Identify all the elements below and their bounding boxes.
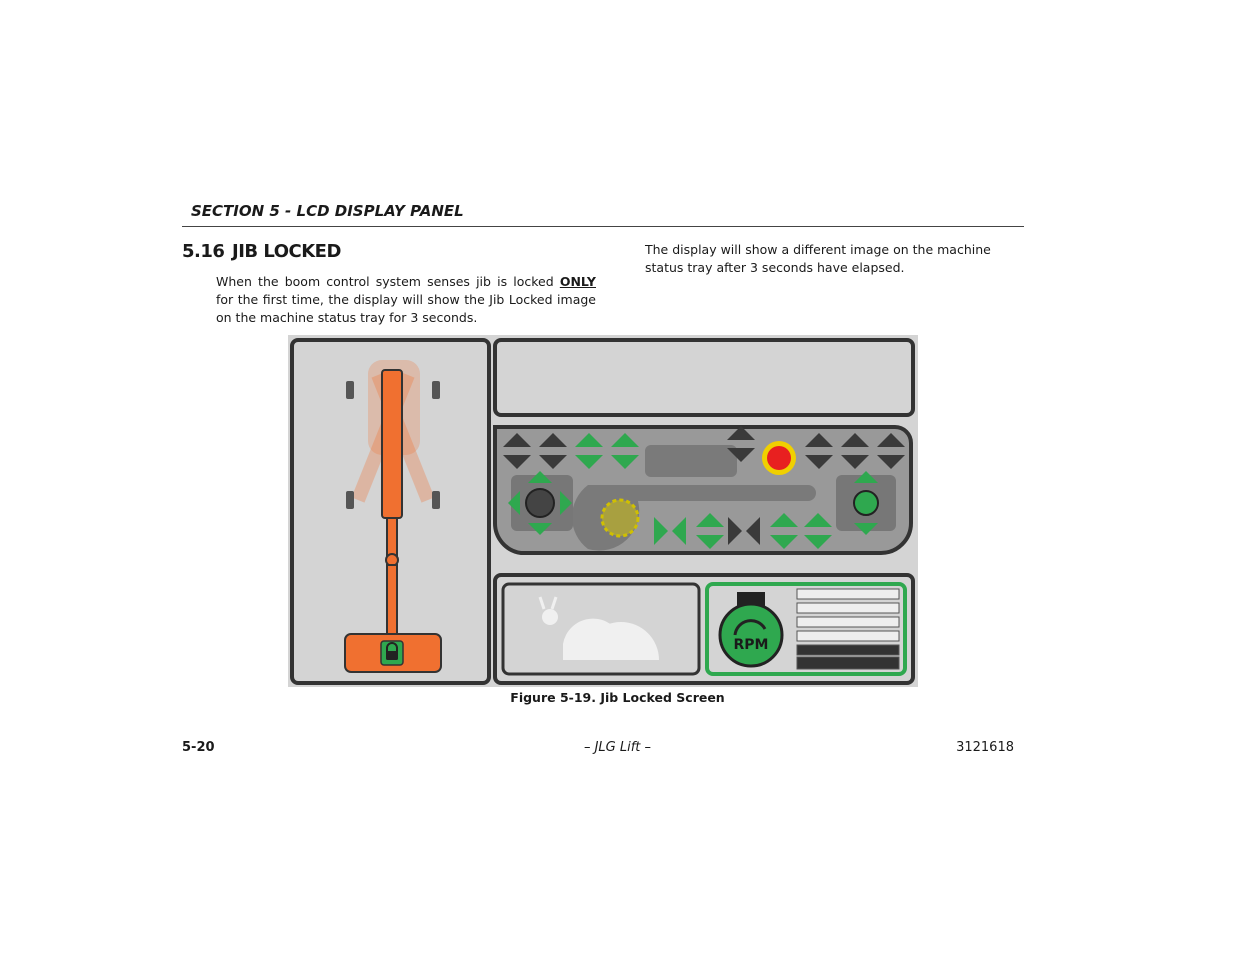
- lcd-screen-illustration: RPM: [288, 335, 918, 687]
- function-arrows-bottom: [654, 513, 832, 549]
- control-console: [492, 425, 913, 555]
- para-left-pre: When the boom control system senses jib …: [216, 274, 560, 289]
- section-heading: 5.16 JIB LOCKED: [182, 241, 341, 262]
- header-rule: [182, 226, 1024, 227]
- figure-caption: Figure 5-19. Jib Locked Screen: [510, 690, 725, 705]
- para-left-emphasis: ONLY: [559, 274, 596, 289]
- rpm-label: RPM: [734, 637, 769, 653]
- function-arrows-top: [503, 426, 905, 469]
- lock-icon: [380, 640, 404, 666]
- para-left-post: for the first time, the display will sho…: [216, 292, 596, 325]
- section-header: SECTION 5 - LCD DISPLAY PANEL: [191, 202, 464, 220]
- rpm-level-bars: [796, 588, 900, 670]
- jib-locked-figure: RPM: [288, 335, 918, 687]
- creep-speed-snail-icon: [501, 582, 701, 676]
- rpm-panel: RPM: [705, 582, 907, 676]
- emergency-stop-icon: [762, 441, 796, 475]
- heading-title: JIB LOCKED: [232, 241, 341, 262]
- boom-status-panel: [290, 338, 491, 685]
- tire-icon: [346, 381, 440, 509]
- body-paragraph-left: When the boom control system senses jib …: [216, 273, 596, 327]
- body-paragraph-right: The display will show a different image …: [645, 242, 991, 275]
- heading-number: 5.16: [182, 241, 225, 262]
- document-number: 3121618: [956, 740, 1014, 755]
- page-number: 5-20: [182, 740, 215, 755]
- status-message-area: [493, 338, 915, 417]
- footer-brand: – JLG Lift –: [583, 740, 652, 755]
